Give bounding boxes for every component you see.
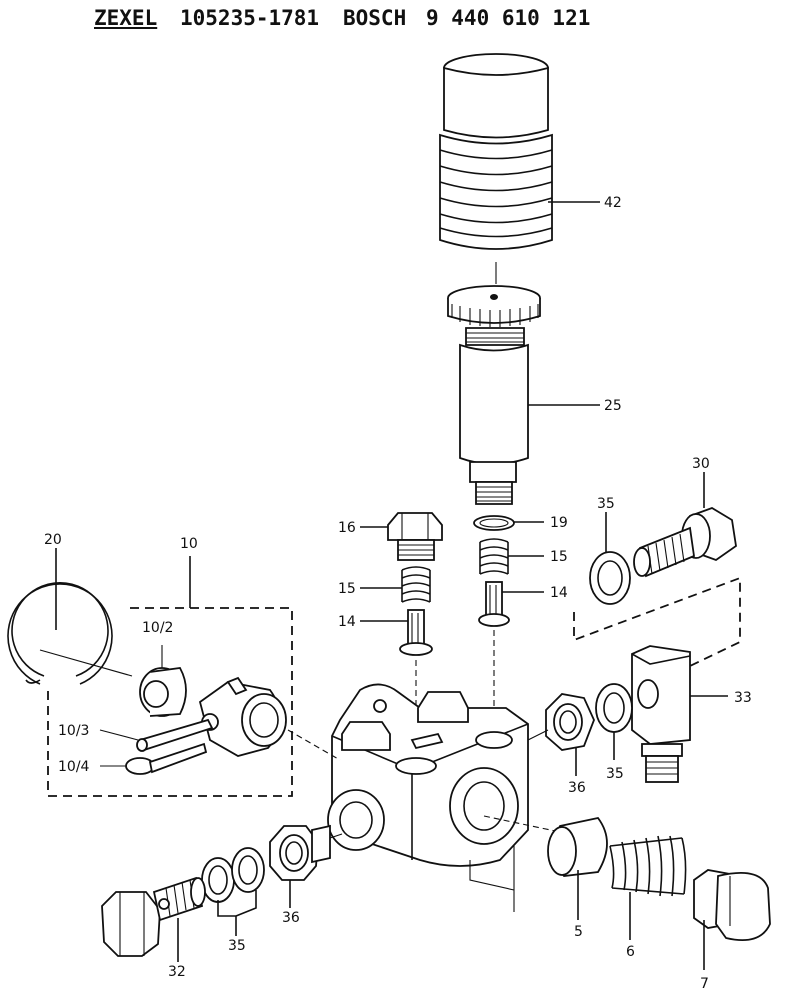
callout-36-left: 36 — [282, 910, 300, 926]
pump-main-block — [327, 683, 529, 891]
callout-35-left: 35 — [228, 938, 246, 954]
part-10-lever-housing — [198, 676, 341, 761]
callout-35-top: 35 — [597, 496, 615, 512]
part-15-spring-right — [479, 538, 509, 575]
callout-16: 16 — [338, 520, 356, 536]
maker-label: BOSCH — [343, 6, 407, 30]
part-35-washer-top — [589, 551, 631, 605]
part-14-valve-left — [399, 609, 433, 656]
callout-10-3: 10/3 — [58, 723, 89, 739]
part-32-banjo-bolt-left — [101, 876, 206, 957]
part-16-hex-plug — [387, 512, 443, 561]
callout-6: 6 — [626, 944, 635, 960]
callout-14-left: 14 — [338, 614, 356, 630]
callout-5: 5 — [574, 924, 583, 940]
part-7-plug — [693, 869, 771, 942]
part-10-2-roller — [139, 667, 187, 717]
part-33-banjo-fitting — [631, 645, 691, 783]
title-bar: ZEXEL 105235-1781 BOSCH 9 440 610 121 — [0, 6, 792, 40]
callout-32: 32 — [168, 964, 186, 980]
part-6-spring — [609, 835, 687, 897]
callout-14-right: 14 — [550, 585, 568, 601]
callout-10-4: 10/4 — [58, 759, 90, 775]
callout-15-left: 15 — [338, 581, 356, 597]
part-25-plunger-housing — [447, 285, 541, 505]
part-19-o-ring — [473, 515, 515, 531]
brand-label: ZEXEL — [94, 6, 158, 30]
callout-36-right: 36 — [568, 780, 586, 796]
callout-15-right: 15 — [550, 549, 568, 565]
part-20-circlip — [11, 582, 109, 684]
callout-10-2: 10/2 — [142, 620, 173, 636]
part-15-spring-left — [401, 566, 431, 603]
callout-10: 10 — [180, 536, 198, 552]
part-35-washers-left — [201, 847, 265, 903]
callout-33: 33 — [734, 690, 752, 706]
part-5-piston — [547, 817, 608, 877]
callout-30: 30 — [692, 456, 710, 472]
maker-number: 9 440 610 121 — [426, 6, 591, 30]
part-36-union-nut-left — [269, 824, 343, 881]
callout-7: 7 — [700, 976, 709, 992]
callout-42: 42 — [604, 195, 622, 211]
part-36-union-nut-right — [527, 693, 595, 751]
callout-25: 25 — [604, 398, 622, 414]
callout-19: 19 — [550, 515, 568, 531]
part-10-group-box — [47, 607, 293, 797]
part-number: 105235-1781 — [180, 6, 320, 30]
part-14-valve-right — [478, 581, 510, 627]
part-42-bellows-cap — [439, 53, 553, 284]
callout-20: 20 — [44, 532, 62, 548]
part-30-banjo-bolt — [633, 507, 737, 578]
part-10-3-pin — [136, 718, 214, 752]
part-35-washer-mid — [595, 683, 633, 733]
callout-35-mid: 35 — [606, 766, 624, 782]
